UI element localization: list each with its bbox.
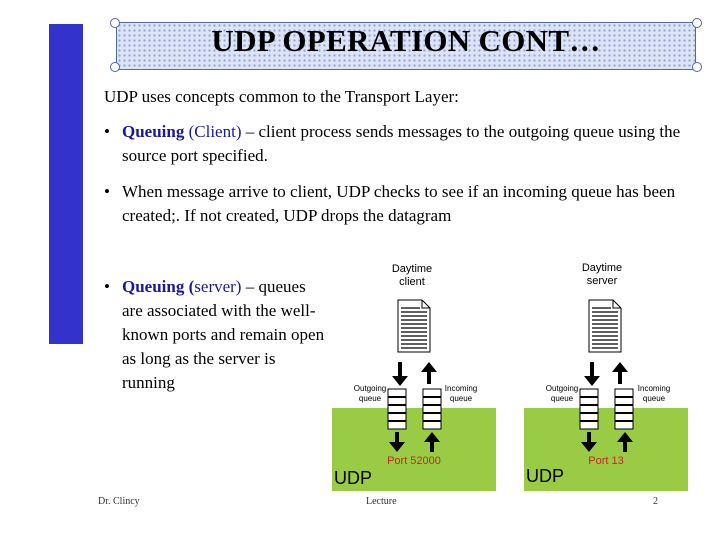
client-label-line2: client xyxy=(399,276,425,288)
client-queue-arrow-up-icon xyxy=(424,432,440,452)
client-udp-area xyxy=(332,408,496,491)
title-box xyxy=(116,22,696,70)
server-document-icon xyxy=(588,299,622,353)
server-outgoing-queue xyxy=(579,388,599,430)
client-document-icon xyxy=(397,299,431,353)
bullet-client-queuing: • Queuing (Client) – client process send… xyxy=(104,120,707,168)
scroll-curl-top-left xyxy=(110,18,120,28)
bullet-lead-rest: (Client) xyxy=(184,122,242,141)
left-accent-bar xyxy=(49,24,83,344)
client-outgoing-queue xyxy=(387,388,407,430)
bullet-lead: Queuing xyxy=(122,122,185,141)
server-arrow-up-icon xyxy=(612,362,628,384)
server-queue-arrow-up-icon xyxy=(617,432,633,452)
server-outgoing-label-line1: Outgoing xyxy=(546,384,578,393)
server-label-line2: server xyxy=(587,275,618,287)
bullet-marker: • xyxy=(104,122,110,141)
client-port-label: Port 52000 xyxy=(387,455,441,467)
server-udp-area xyxy=(524,408,688,491)
footer-page-number: 2 xyxy=(653,496,658,507)
title-banner: UDP OPERATION CONT… xyxy=(110,18,702,72)
udp-queue-diagram: Daytime client Outgoing queue Incoming q xyxy=(330,258,690,492)
bullet-text: When message arrive to client, UDP check… xyxy=(122,182,676,225)
server-incoming-label-line2: queue xyxy=(643,394,666,403)
client-incoming-label-line1: Incoming xyxy=(445,384,477,393)
scroll-curl-top-right xyxy=(692,18,702,28)
bullet-marker: • xyxy=(104,277,110,296)
bullet-incoming-queue: • When message arrive to client, UDP che… xyxy=(104,180,707,228)
bullet-text: – queues are associated with the well-kn… xyxy=(122,277,325,392)
client-outgoing-label-line1: Outgoing xyxy=(354,384,386,393)
client-arrow-up-icon xyxy=(421,362,437,384)
server-udp-label: UDP xyxy=(526,466,564,486)
scroll-curl-bottom-right xyxy=(692,62,702,72)
server-arrow-down-icon xyxy=(584,362,600,386)
client-label-line1: Daytime xyxy=(392,263,432,275)
footer-center: Lecture xyxy=(366,496,397,507)
client-outgoing-label-line2: queue xyxy=(359,394,382,403)
bullet-lead-rest: server) xyxy=(194,277,242,296)
server-label-line1: Daytime xyxy=(582,262,622,274)
server-panel: Daytime server Outgoing queue Incoming q xyxy=(524,262,688,491)
server-incoming-label-line1: Incoming xyxy=(638,384,670,393)
client-incoming-queue xyxy=(422,388,442,430)
client-arrow-down-icon xyxy=(392,362,408,386)
scroll-curl-bottom-left xyxy=(110,62,120,72)
client-panel: Daytime client Outgoing queue Incoming q xyxy=(332,263,496,491)
client-udp-label: UDP xyxy=(334,468,372,488)
bullet-server-queuing: • Queuing (server) – queues are associat… xyxy=(104,275,327,395)
bullet-text: – client process sends messages to the o… xyxy=(122,122,681,165)
page-title: UDP OPERATION CONT… xyxy=(211,23,601,58)
server-incoming-queue xyxy=(614,388,634,430)
bullet-lead: Queuing ( xyxy=(122,277,195,296)
bullet-marker: • xyxy=(104,182,110,201)
client-incoming-label-line2: queue xyxy=(450,394,473,403)
server-outgoing-label-line2: queue xyxy=(551,394,574,403)
footer-author: Dr. Clincy xyxy=(98,496,140,507)
intro-text: UDP uses concepts common to the Transpor… xyxy=(104,87,459,106)
client-queue-arrow-down-icon xyxy=(389,432,405,452)
server-queue-arrow-down-icon xyxy=(581,432,597,452)
server-port-label: Port 13 xyxy=(588,455,623,467)
